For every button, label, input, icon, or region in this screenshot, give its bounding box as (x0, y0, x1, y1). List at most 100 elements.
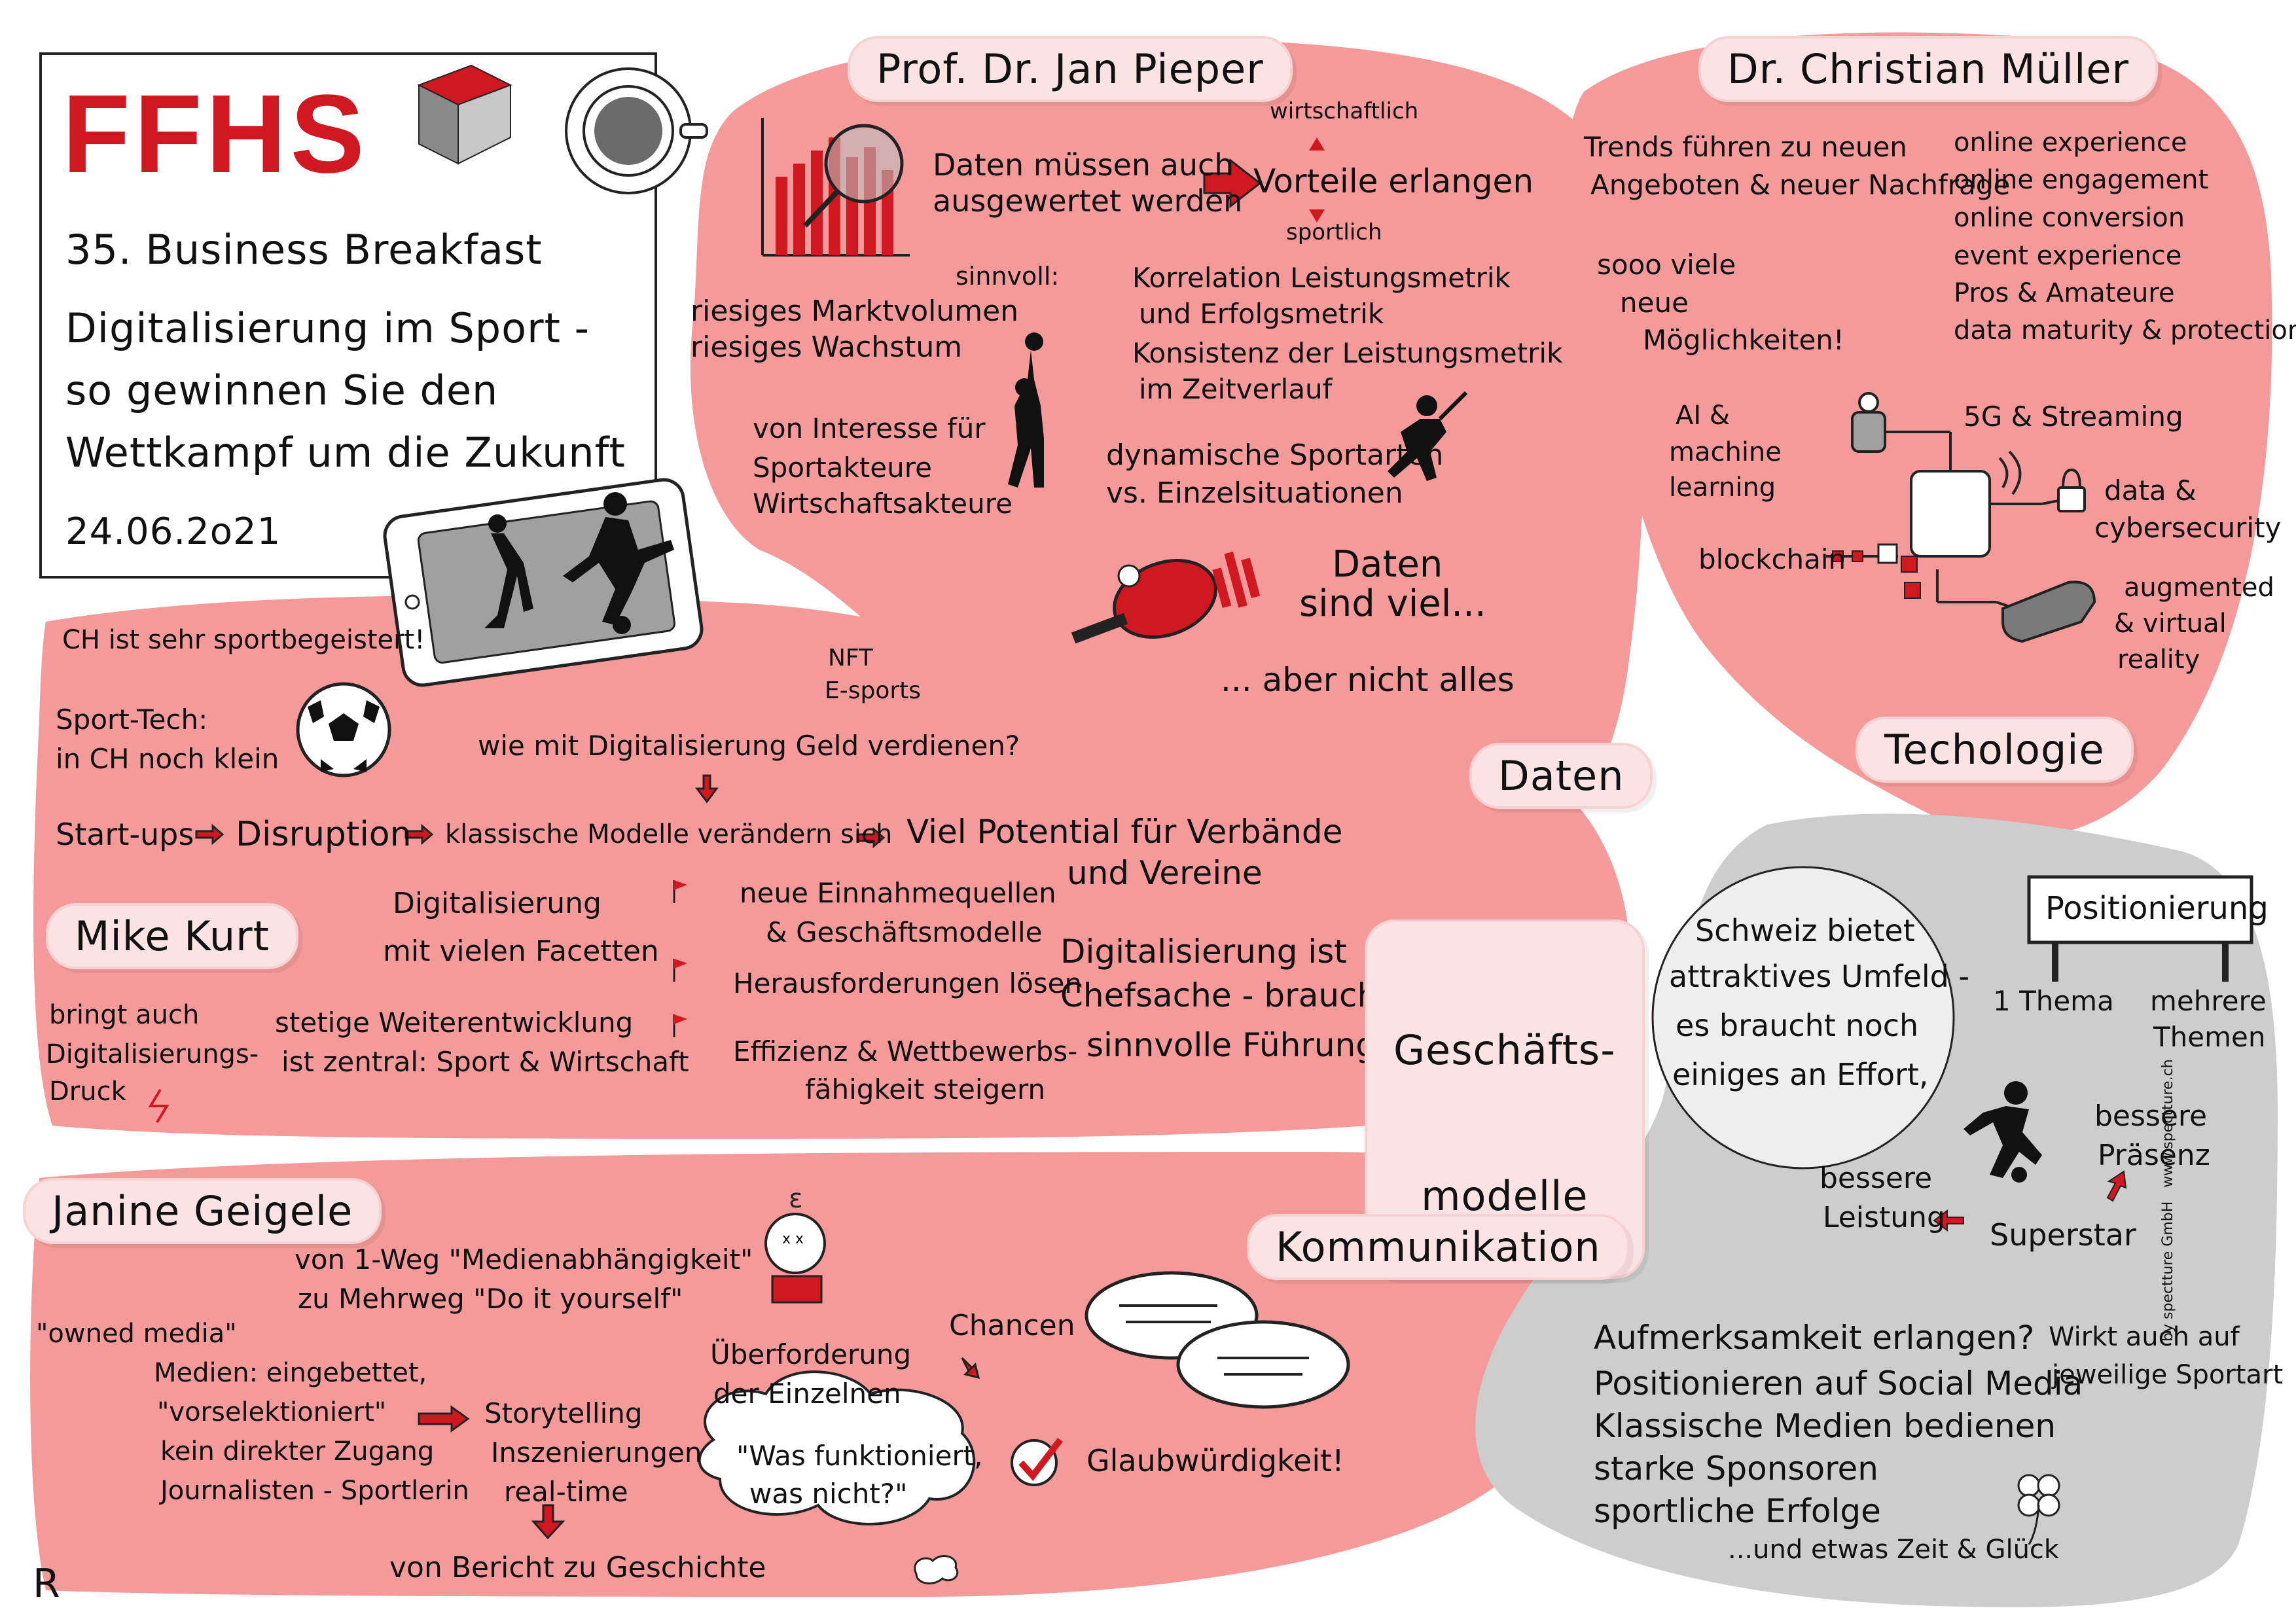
speech-bubbles-icon (1085, 1271, 1350, 1409)
topic-technologie: Techologie (1856, 717, 2134, 783)
mueller-online-3: online conversion (1954, 203, 2185, 233)
mueller-datasec-2: cybersecurity (2094, 512, 2282, 544)
blob-positionierung (1475, 813, 2278, 1608)
mueller-viele-line3: Möglichkeiten! (1643, 324, 1844, 356)
flag-icons (673, 880, 687, 1037)
title-line-2: so gewinnen Sie den (65, 366, 499, 414)
kurt-weiter-1: stetige Weiterentwicklung (275, 1007, 634, 1039)
phone-device-icon (1910, 450, 2022, 558)
credit-text: by spectture GmbH www.spectture.ch (2160, 1059, 2176, 1342)
mueller-datasec-1: data & (2104, 474, 2197, 507)
robot-icon (1851, 392, 1886, 453)
kurt-potential-2: und Vereine (1067, 854, 1263, 892)
checkmark-icon (1011, 1437, 1063, 1486)
pieper-wirtschaftlich: wirtschaftlich (1270, 98, 1419, 124)
arrow-right-icon (1203, 158, 1262, 209)
geigele-quote-1: "Was funktioniert, (736, 1440, 983, 1472)
svg-text:x x: x x (782, 1231, 804, 1247)
pieper-nicht-alles: ... aber nicht alles (1221, 661, 1515, 699)
mueller-trends-line1: Trends führen zu neuen (1584, 131, 1907, 163)
kurt-sporttech-2: in CH noch klein (56, 743, 279, 775)
geigele-story-2: Inszenierungen (491, 1436, 702, 1469)
pieper-dynamisch-line2: vs. Einzelsituationen (1106, 476, 1403, 510)
kurt-disruption: Disruption (236, 815, 412, 854)
kurt-chefsache-1: Digitalisierung ist (1060, 933, 1347, 971)
clover-icon (2017, 1474, 2060, 1545)
pos-praesenz-2: Präsenz (2098, 1139, 2210, 1172)
basketball-player-icon (1008, 332, 1044, 488)
pieper-point2-line1: Konsistenz der Leistungsmetrik (1132, 337, 1563, 369)
geigele-story-1: Storytelling (484, 1397, 643, 1429)
pieper-daten-viel-line1: Daten (1332, 543, 1443, 586)
event-date: 24.06.2o21 (65, 510, 281, 553)
kurt-facetten-2: mit vielen Facetten (383, 935, 659, 968)
schweiz-circle (1651, 866, 1955, 1169)
pos-tip-1: Aufmerksamkeit erlangen? (1594, 1319, 2035, 1357)
kurt-chefsache-3: sinnvolle Führung (1086, 1026, 1377, 1064)
bar-chart-icon (761, 118, 910, 257)
geigele-arrows (418, 1357, 980, 1540)
quote-cloud (698, 1370, 976, 1525)
mueller-online-2: online engagement (1954, 165, 2209, 195)
pieper-daten-line-1: Daten müssen auch (933, 147, 1234, 183)
kurt-sporttech-1: Sport-Tech: (56, 704, 208, 736)
tennis-racket-icon (1071, 551, 1261, 644)
topic-daten: Daten (1469, 743, 1653, 809)
pieper-dynamisch-line1: dynamische Sportarten (1106, 438, 1444, 472)
pos-mehrere-2: Themen (2153, 1021, 2266, 1053)
stressed-face-icon: x x ε (764, 1184, 826, 1304)
vr-headset-icon (2001, 580, 2096, 643)
geigele-medien-2: zu Mehrweg "Do it yourself" (298, 1283, 683, 1315)
blockchain-icon (1832, 543, 1921, 599)
ffhs-cube-icon (417, 64, 512, 165)
positionierung-sign-label: Positionierung (2045, 890, 2269, 927)
event-name: 35. Business Breakfast (65, 226, 543, 274)
topic-kommunikation: Kommunikation (1247, 1214, 1630, 1280)
ffhs-logo-text: FFHS (62, 72, 368, 196)
svg-text:ε: ε (789, 1184, 803, 1214)
speaker-geigele: Janine Geigele (23, 1178, 382, 1244)
arrow-down-icon (1309, 209, 1325, 223)
lightning-icon (148, 1088, 170, 1124)
kurt-arrows (195, 774, 886, 849)
pos-thema: 1 Thema (1993, 985, 2114, 1017)
mueller-ai-2: machine (1669, 437, 1782, 467)
artist-signature: R (33, 1561, 60, 1607)
topic-geschaeftsmodelle-2: modelle (1421, 1171, 1588, 1220)
geigele-chancen: Chancen (949, 1309, 1075, 1342)
schweiz-3: es braucht noch (1676, 1008, 1919, 1043)
mueller-ar-3: reality (2117, 645, 2200, 675)
mueller-ai-1: AI & (1676, 401, 1731, 431)
geigele-owned: "owned media" (36, 1319, 237, 1349)
mueller-online-4: event experience (1954, 241, 2182, 271)
kurt-effizienz-1: Effizienz & Wettbewerbs- (733, 1035, 1078, 1067)
kurt-potential-1: Viel Potential für Verbände (906, 813, 1343, 851)
speaker-pieper: Prof. Dr. Jan Pieper (848, 36, 1293, 102)
pieper-markt-line1: riesiges Marktvolumen (691, 294, 1019, 328)
pieper-point1-line1: Korrelation Leistungsmetrik (1132, 262, 1511, 294)
mueller-viele-line2: neue (1620, 287, 1689, 319)
kurt-geld: wie mit Digitalisierung Geld verdienen? (478, 730, 1020, 762)
pos-superstar: Superstar (1990, 1217, 2136, 1253)
blob-technologie (1568, 32, 2272, 838)
geigele-eingebettet-1: Medien: eingebettet, (154, 1358, 427, 1388)
pieper-sportlich: sportlich (1286, 219, 1382, 245)
pos-tip-4: starke Sponsoren (1594, 1450, 1878, 1488)
pieper-daten-viel-line2: sind viel... (1299, 582, 1486, 625)
positionierung-arrows (1933, 1170, 2127, 1232)
kurt-ch-sport: CH ist sehr sportbegeistert! (62, 625, 425, 655)
small-cloud-icon (914, 1555, 958, 1584)
kurt-effizienz-2: fähigkeit steigern (805, 1073, 1046, 1105)
mueller-blockchain: blockchain (1698, 543, 1846, 575)
kurt-startups: Start-ups (56, 817, 194, 852)
pieper-interesse-line1: von Interesse für (753, 412, 986, 444)
pieper-daten-line-2: ausgewertet werden (933, 183, 1243, 219)
kurt-chefsache-2: Chefsache - braucht (1060, 976, 1391, 1014)
kurt-facetten-1: Digitalisierung (393, 887, 601, 920)
pos-wirkt-1: Wirkt auch auf (2049, 1322, 2240, 1352)
kurt-nft: NFT (828, 645, 873, 671)
kurt-weiter-2: ist zentral: Sport & Wirtschaft (281, 1046, 689, 1078)
geigele-medien-1: von 1-Weg "Medienabhängigkeit" (295, 1243, 753, 1275)
mueller-ar-2: & virtual (2114, 609, 2227, 639)
